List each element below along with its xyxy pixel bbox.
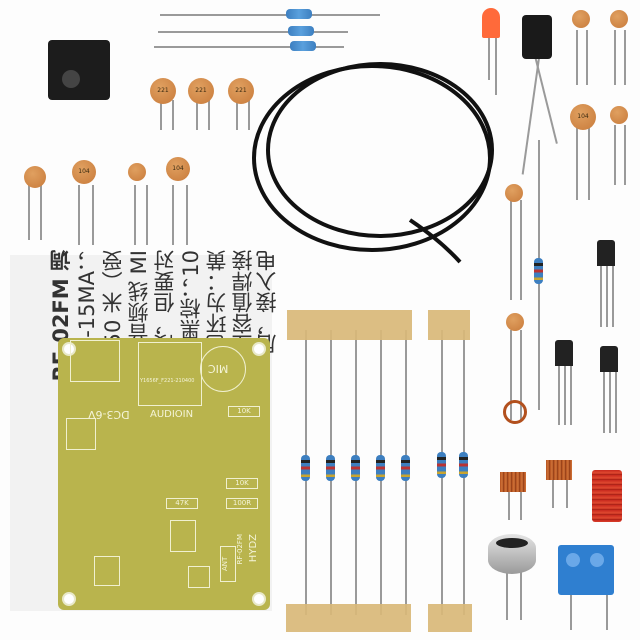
silk-ant: ANT [220,546,236,582]
ceramic-capacitor [506,313,524,331]
transistor [597,240,615,266]
resistor [288,26,314,36]
tape-strip [286,604,411,632]
electrolytic-capacitor [522,15,552,59]
red-led [482,8,500,38]
resistor [290,41,316,51]
ceramic-capacitor [505,184,523,202]
resistor [326,455,335,481]
silk-brand: HYDZ [248,534,259,563]
tape-strip [428,310,470,340]
small-coil [503,400,527,424]
tape-strip [287,310,412,340]
silk-r100r: 100R [226,498,258,509]
ceramic-capacitor [610,10,628,28]
screw-terminal-block [558,545,614,595]
ceramic-capacitor [128,163,146,181]
electret-microphone [488,534,536,574]
inductor-coil [500,472,526,492]
resistor [459,452,468,478]
inductor-coil [546,460,572,480]
ceramic-capacitor [610,106,628,124]
ceramic-capacitor [572,10,590,28]
resistor [351,455,360,481]
silk-r47k: 47K [166,498,198,509]
silk-audio-in: AUDIOIN [150,409,194,420]
resistor [286,9,312,19]
ceramic-capacitor: 221 [188,78,214,104]
silk-r10k-2: 10K [226,478,258,489]
shielded-inductor [592,470,622,522]
silk-code: Y1656F_F221-210400 [140,378,195,384]
transistor [600,346,618,372]
tape-strip [428,604,472,632]
silk-r10k: 10K [228,406,260,417]
transistor [555,340,573,366]
ceramic-capacitor: 221 [150,78,176,104]
audio-jack [48,40,110,100]
ceramic-capacitor: 104 [166,157,190,181]
pcb-board: MIC Y1656F_F221-210400 DC3-6V AUDIOIN 10… [58,338,270,610]
silk-model: RF-02FM [236,534,244,565]
ceramic-capacitor: 104 [570,104,596,130]
ceramic-capacitor [24,166,46,188]
resistor [534,258,543,284]
resistor [401,455,410,481]
ceramic-capacitor: 104 [72,160,96,184]
resistor [437,452,446,478]
ceramic-capacitor: 221 [228,78,254,104]
resistor [301,455,310,481]
resistor [376,455,385,481]
silk-mic: MIC [208,362,229,375]
